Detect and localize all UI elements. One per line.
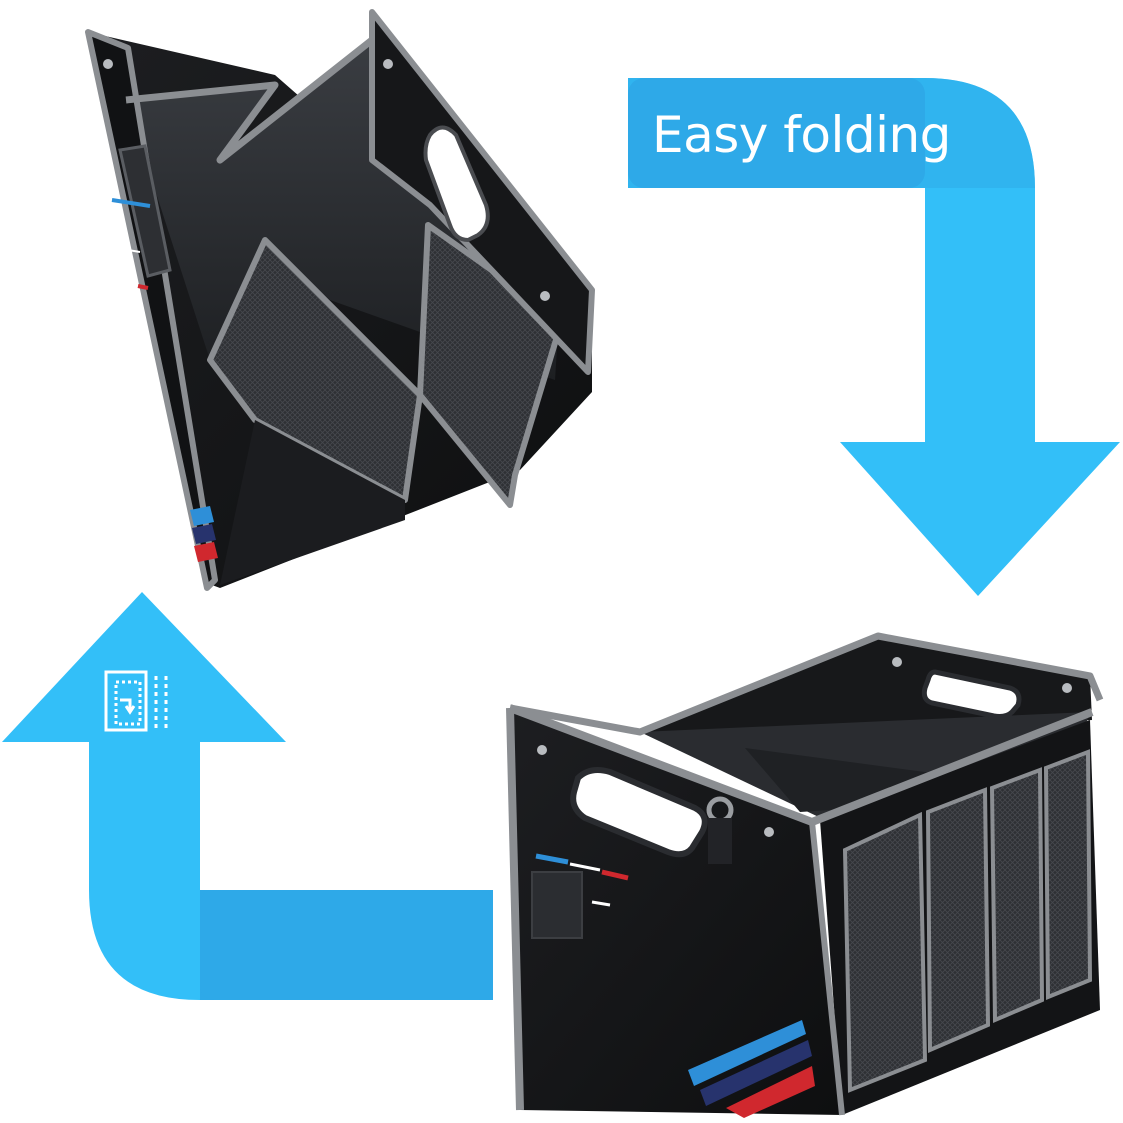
folded-organizer — [85, 9, 595, 591]
fold-steps-icon — [104, 670, 168, 732]
arrow-right-down — [628, 78, 1120, 596]
arrow-left-up — [2, 592, 493, 1000]
open-organizer — [506, 632, 1104, 1118]
caption-easy-folding: Easy folding — [652, 106, 951, 164]
